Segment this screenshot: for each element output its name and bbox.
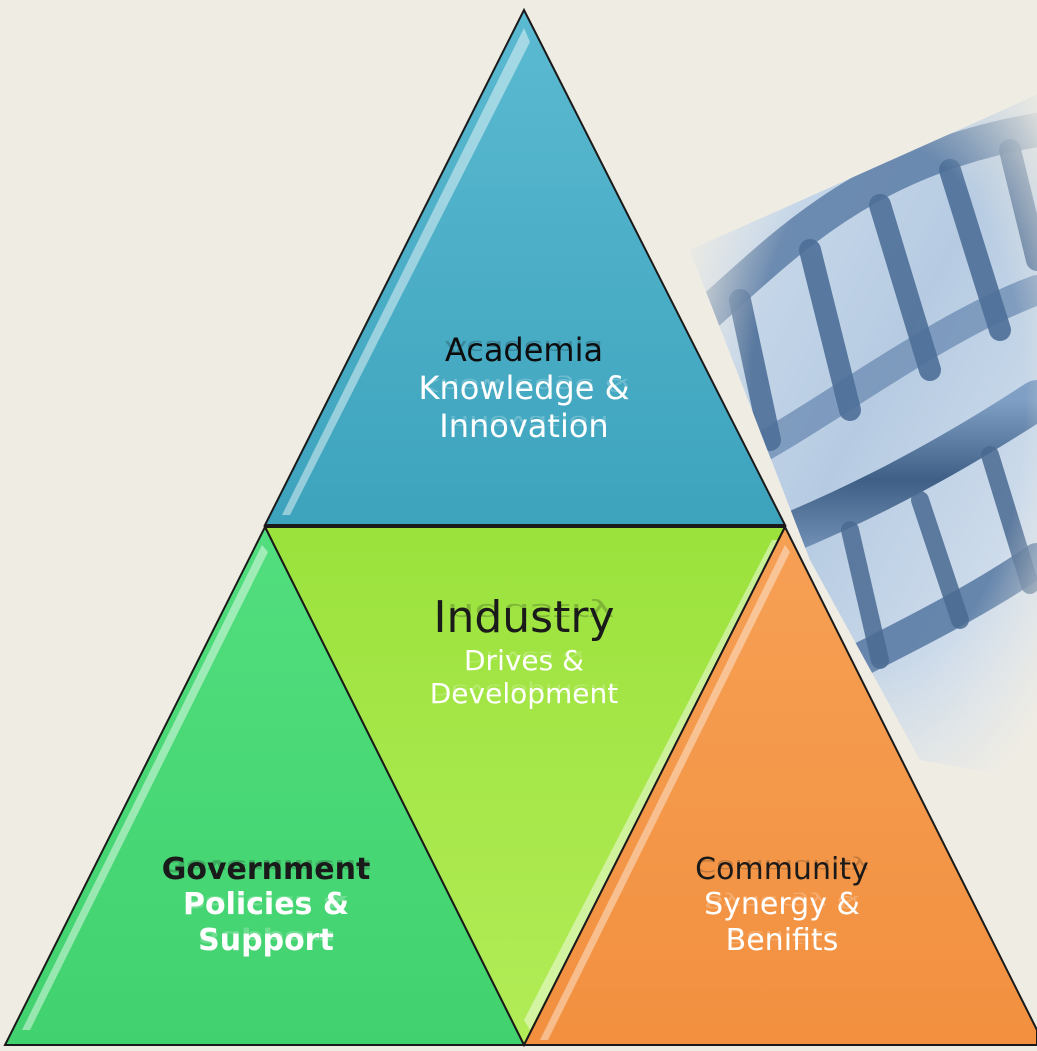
industry-title: Industry <box>430 592 619 644</box>
government-line-2: Support <box>162 923 371 958</box>
community-line-2: Benifits <box>695 923 869 958</box>
government-line-1: Policies & <box>162 887 371 922</box>
industry-line-2: Development <box>430 677 619 710</box>
label-academia: Academia Knowledge & Innovation <box>418 331 629 446</box>
community-title: Community <box>695 852 869 887</box>
triangle-government <box>3 524 526 1046</box>
label-community: Community Synergy & Benifits <box>695 852 869 958</box>
triangle-academia <box>263 7 787 526</box>
label-industry: Industry Drives & Development <box>430 592 619 710</box>
triangle-government-highlight <box>22 545 268 1030</box>
triangle-academia-highlight <box>282 28 530 515</box>
academia-title: Academia <box>418 331 629 370</box>
label-government: Government Policies & Support <box>162 852 371 958</box>
triangle-community-highlight <box>540 545 790 1040</box>
industry-line-1: Drives & <box>430 644 619 677</box>
triangle-community <box>522 524 1037 1046</box>
community-line-1: Synergy & <box>695 887 869 922</box>
academia-line-2: Innovation <box>418 407 629 446</box>
academia-line-1: Knowledge & <box>418 369 629 408</box>
government-title: Government <box>162 852 371 887</box>
